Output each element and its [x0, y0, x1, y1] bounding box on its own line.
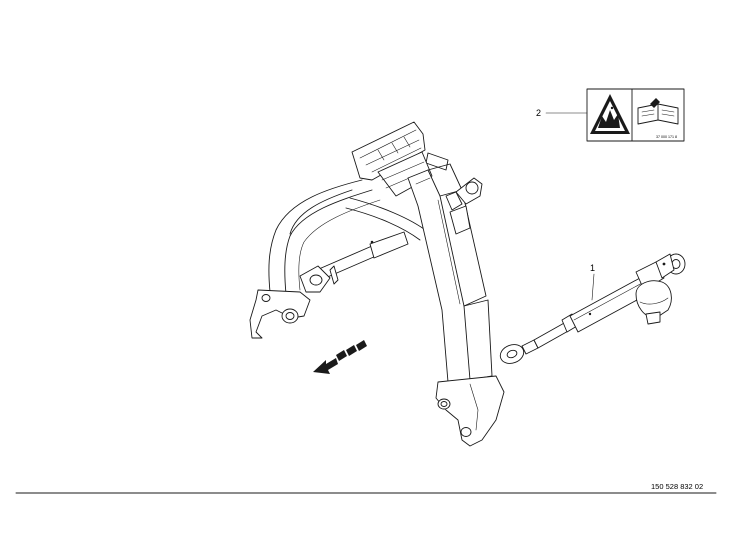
callout-1-label: 1	[590, 263, 595, 273]
read-manual-icon	[637, 98, 679, 125]
explosion-warning-icon	[590, 94, 630, 134]
callout-1: 1	[590, 263, 595, 301]
roll-bar-frame	[249, 121, 505, 447]
drawing-number: 150 528 832 02	[651, 482, 703, 491]
warning-label-code: 37 000 171 8	[656, 135, 677, 139]
callout-2-label: 2	[536, 108, 541, 118]
installed-strut	[299, 231, 409, 293]
gas-strut-part	[499, 253, 686, 364]
callout-2: 2	[536, 108, 588, 118]
direction-arrow-icon	[313, 340, 367, 374]
warning-label-part: 37 000 171 8	[586, 88, 685, 142]
